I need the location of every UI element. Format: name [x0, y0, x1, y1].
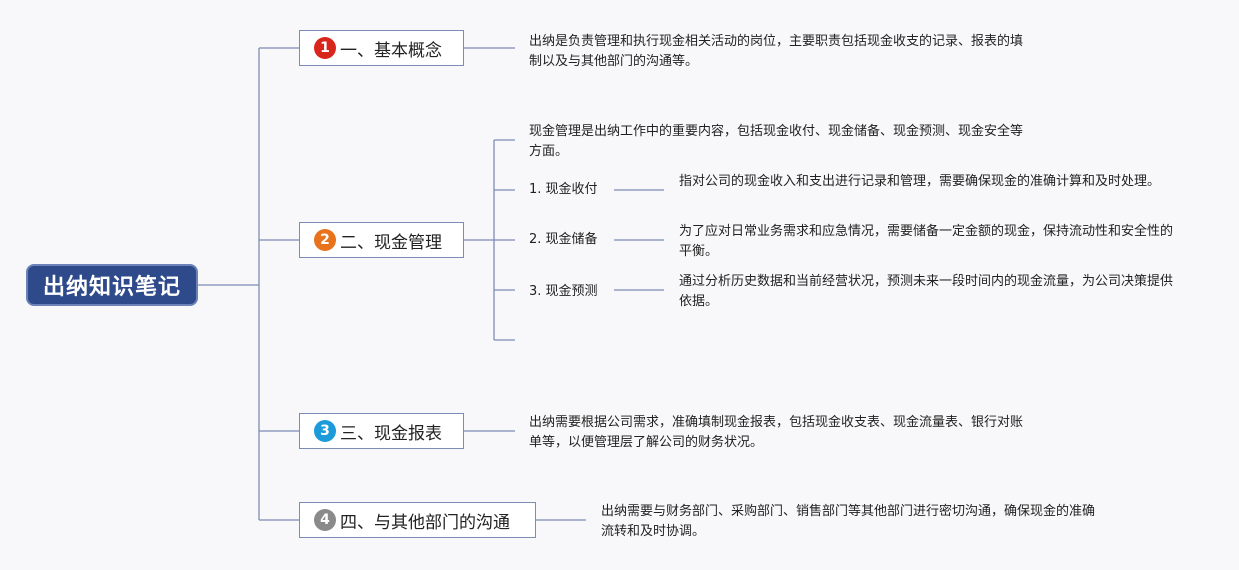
branch-label: 二、现金管理: [340, 232, 442, 253]
branch-description: 出纳是负责管理和执行现金相关活动的岗位，主要职责包括现金收支的记录、报表的填制以…: [529, 34, 1024, 69]
branch-description: 出纳需要与财务部门、采购部门、销售部门等其他部门进行密切沟通，确保现金的准确流转…: [601, 504, 1096, 539]
branch-node-basic-concept[interactable]: 1 一、基本概念: [299, 30, 464, 66]
branch-description: 现金管理是出纳工作中的重要内容，包括现金收付、现金储备、现金预测、现金安全等方面…: [529, 124, 1024, 159]
root-label: 出纳知识笔记: [42, 275, 181, 300]
branch-node-cash-report[interactable]: 3 三、现金报表: [299, 413, 464, 449]
sub-node-description: 为了应对日常业务需求和应急情况，需要储备一定金额的现金，保持流动性和安全性的平衡…: [679, 224, 1174, 259]
sub-node-cash-reserve[interactable]: 2. 现金储备: [529, 232, 598, 247]
branch-description: 出纳需要根据公司需求，准确填制现金报表，包括现金收支表、现金流量表、银行对账单等…: [529, 415, 1024, 450]
sub-node-description: 指对公司的现金收入和支出进行记录和管理，需要确保现金的准确计算和及时处理。: [679, 174, 1161, 189]
branch-label: 三、现金报表: [340, 423, 442, 444]
sub-node-cash-receipt[interactable]: 1. 现金收付: [529, 182, 598, 197]
branch-label: 四、与其他部门的沟通: [340, 512, 510, 533]
sub-node-cash-forecast[interactable]: 3. 现金预测: [529, 284, 598, 299]
branch-node-department-communication[interactable]: 4 四、与其他部门的沟通: [299, 502, 536, 538]
branch-label: 一、基本概念: [340, 40, 442, 61]
root-node[interactable]: 出纳知识笔记: [26, 264, 198, 306]
number-badge-icon: 3: [314, 420, 336, 442]
branch-node-cash-management[interactable]: 2 二、现金管理: [299, 222, 464, 258]
number-badge-icon: 4: [314, 509, 336, 531]
sub-node-description: 通过分析历史数据和当前经营状况，预测未来一段时间内的现金流量，为公司决策提供依据…: [679, 274, 1174, 309]
number-badge-icon: 1: [314, 37, 336, 59]
number-badge-icon: 2: [314, 229, 336, 251]
